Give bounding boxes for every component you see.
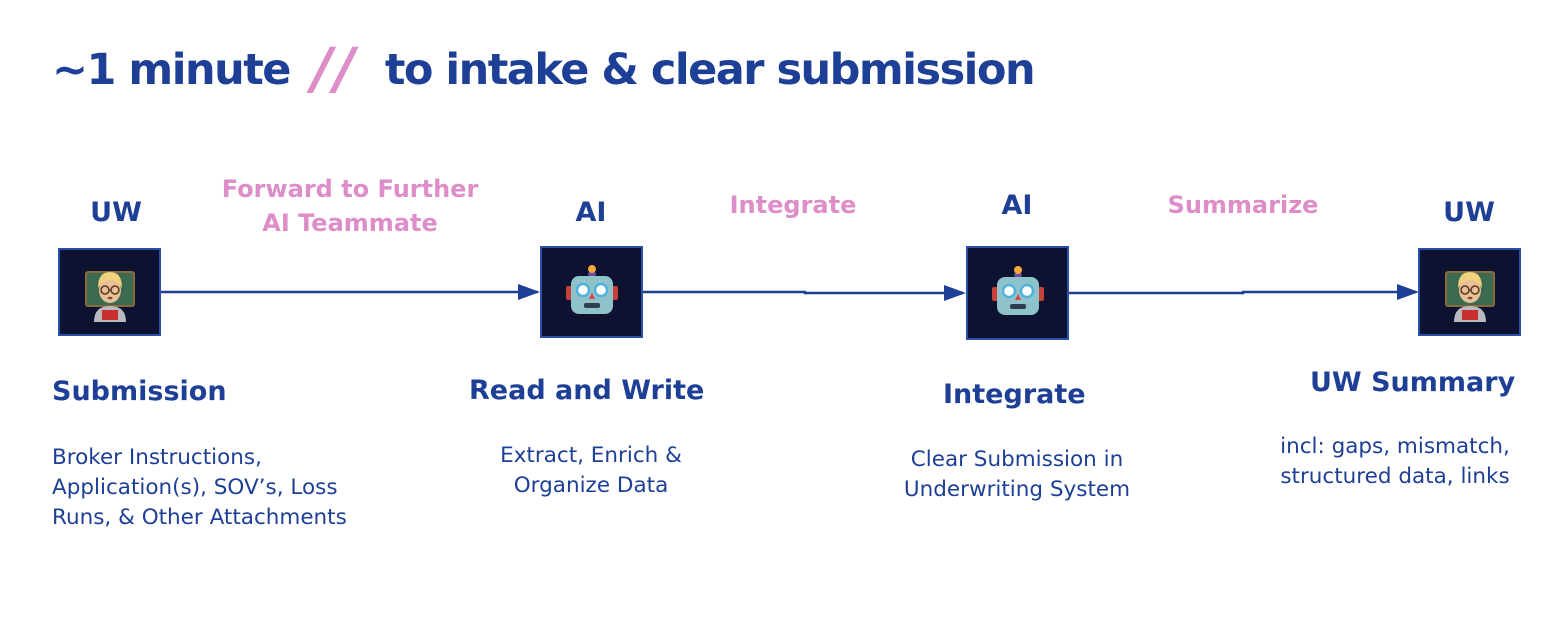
step-title-submission: Submission	[52, 376, 227, 407]
actor-label-ai-2: AI	[1001, 190, 1033, 221]
step-title-uw-summary: UW Summary	[1310, 367, 1516, 398]
node-ai-read-write	[540, 246, 643, 338]
arrowhead-icon	[1397, 284, 1419, 300]
step-title-read-write: Read and Write	[469, 375, 705, 406]
headline-separator: //	[311, 37, 357, 102]
arrowhead-icon	[518, 284, 540, 300]
step-desc-integrate: Clear Submission in Underwriting System	[903, 447, 1131, 502]
edge-label-forward: Forward to Further AI Teammate	[221, 175, 479, 237]
teacher-emoji-icon	[1444, 271, 1495, 322]
step-desc-read-write: Extract, Enrich & Organize Data	[500, 443, 682, 498]
robot-emoji-icon	[991, 266, 1044, 315]
edge-label-summarize: Summarize	[1167, 191, 1319, 219]
headline-duration: ~1 minute	[52, 45, 291, 95]
headline: ~1 minute // to intake & clear submissio…	[52, 37, 1036, 102]
actor-label-uw-start: UW	[90, 197, 142, 228]
node-uw-end	[1418, 248, 1521, 336]
edge-label-integrate: Integrate	[729, 191, 857, 219]
step-desc-submission: Broker Instructions, Application(s), SOV…	[52, 445, 347, 530]
node-ai-integrate	[966, 246, 1069, 340]
robot-emoji-icon	[565, 265, 618, 314]
teacher-emoji-icon	[84, 271, 135, 322]
connector-2	[642, 285, 966, 301]
arrowhead-icon	[944, 285, 966, 301]
step-title-integrate: Integrate	[943, 379, 1086, 410]
connector-1	[160, 284, 540, 300]
step-desc-uw-summary: incl: gaps, mismatch, structured data, l…	[1280, 434, 1510, 489]
actor-label-uw-end: UW	[1443, 197, 1495, 228]
node-uw-start	[58, 248, 161, 336]
headline-rest: to intake & clear submission	[384, 45, 1036, 95]
connector-3	[1069, 284, 1419, 300]
actor-label-ai-1: AI	[575, 197, 607, 228]
